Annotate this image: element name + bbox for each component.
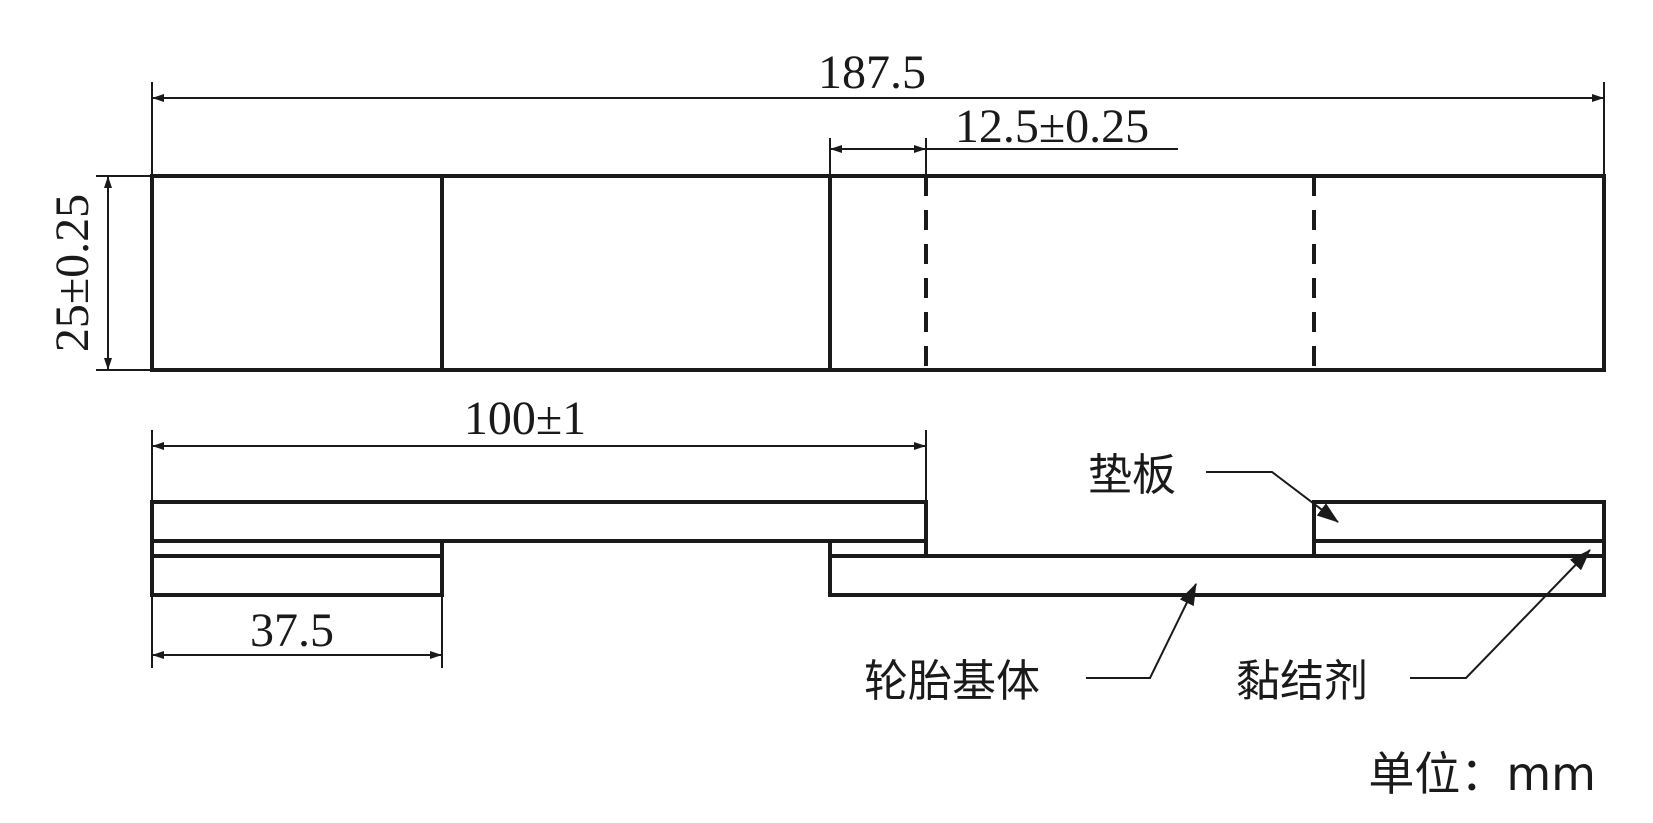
top-view — [150, 174, 1606, 372]
leader-line-adhesive — [1410, 549, 1591, 679]
adhesive-layer-overlap — [828, 539, 928, 558]
callout-label-backing-plate: 垫板 — [1088, 450, 1176, 501]
callout-label-adhesive: 黏结剂 — [1236, 656, 1368, 707]
backing-plate-left — [150, 554, 444, 597]
backing-plate-right — [1312, 500, 1606, 543]
dimension-overlap-width: 12.5±0.25 — [829, 100, 1178, 176]
adhesive-layer-right — [1312, 539, 1606, 558]
dimension-text-overall-length: 187.5 — [818, 46, 926, 99]
top-view-outline — [150, 174, 1606, 372]
dimension-text-specimen-width: 25±0.25 — [46, 194, 99, 352]
dimension-overall-length: 187.5 — [151, 46, 1605, 176]
dimension-grip-length: 37.5 — [151, 595, 443, 668]
unit-note: 单位：mm — [1368, 747, 1596, 801]
dimension-specimen-width: 25±0.25 — [46, 175, 152, 371]
leader-line-tire-substrate — [1086, 583, 1197, 679]
leader-line-backing-plate — [1206, 471, 1339, 523]
side-view — [150, 500, 1606, 597]
upper-plate-left — [150, 500, 928, 543]
callout-adhesive: 黏结剂 — [1236, 549, 1591, 707]
adhesive-layer-left — [150, 539, 444, 558]
dimension-text-overlap-width: 12.5±0.25 — [955, 100, 1149, 153]
dimension-text-grip-length: 37.5 — [250, 604, 334, 657]
dimension-text-bonded-length: 100±1 — [464, 392, 586, 445]
callout-backing-plate: 垫板 — [1088, 450, 1339, 523]
dimension-bonded-length: 100±1 — [151, 392, 927, 502]
callout-label-tire-substrate: 轮胎基体 — [864, 656, 1040, 707]
callout-tire-substrate: 轮胎基体 — [864, 583, 1197, 707]
tire-substrate-plate — [828, 554, 1606, 597]
